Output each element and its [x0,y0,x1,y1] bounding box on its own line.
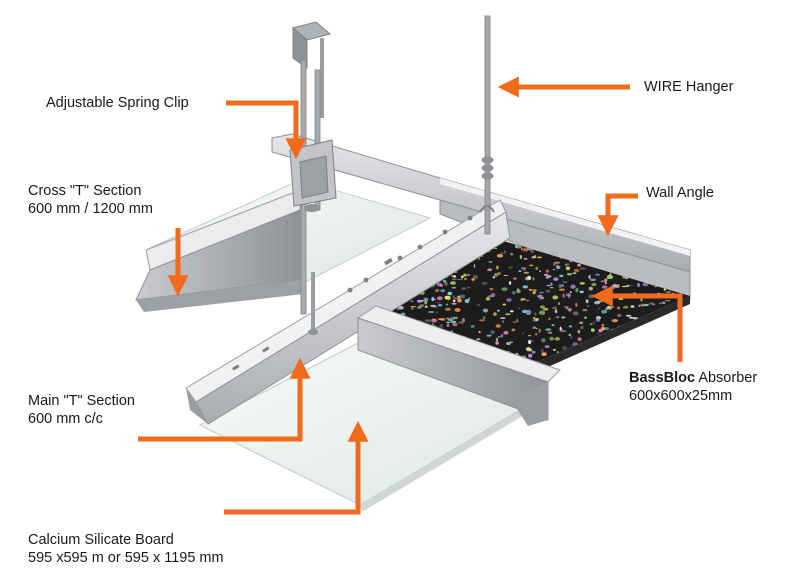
label-wire-hanger: WIRE Hanger [644,79,734,95]
label-wall-angle: Wall Angle [646,185,714,201]
label-cross-t-line2: 600 mm / 1200 mm [28,201,153,217]
label-cross-t: Cross "T" Section 600 mm / 1200 mm [28,182,153,218]
label-cross-t-line1: Cross "T" Section [28,183,142,199]
label-calcium-board-line1: Calcium Silicate Board [28,532,174,548]
cross-t-section-front [356,305,561,426]
label-main-t: Main "T" Section 600 mm c/c [28,392,135,428]
cross-t-section [135,189,304,312]
arrow-main-t [138,357,311,442]
arrow-wall-angle [597,193,638,237]
label-bassbloc-line2: 600x600x25mm [629,388,733,404]
callout-arrows [138,76,683,515]
label-bassbloc-rest: Absorber [695,370,758,386]
wire-hanger [479,15,495,235]
label-bassbloc-line1: BassBloc Absorber [629,369,757,387]
label-bassbloc: BassBloc Absorber 600x600x25mm [629,369,757,405]
arrow-spring-clip [226,100,307,160]
label-bassbloc-brand: BassBloc [629,370,696,386]
label-calcium-board: Calcium Silicate Board 595 x595 m or 595… [28,531,224,567]
main-t-section [185,199,511,425]
label-main-t-line1: Main "T" Section [28,393,136,409]
spring-clip-assembly [289,21,337,335]
label-spring-clip: Adjustable Spring Clip [46,95,189,111]
label-main-t-line2: 600 mm c/c [28,411,103,427]
label-calcium-board-line2: 595 x595 m or 595 x 1195 mm [28,550,224,566]
arrow-calcium-board [224,420,369,515]
arrow-bassbloc [591,285,683,362]
